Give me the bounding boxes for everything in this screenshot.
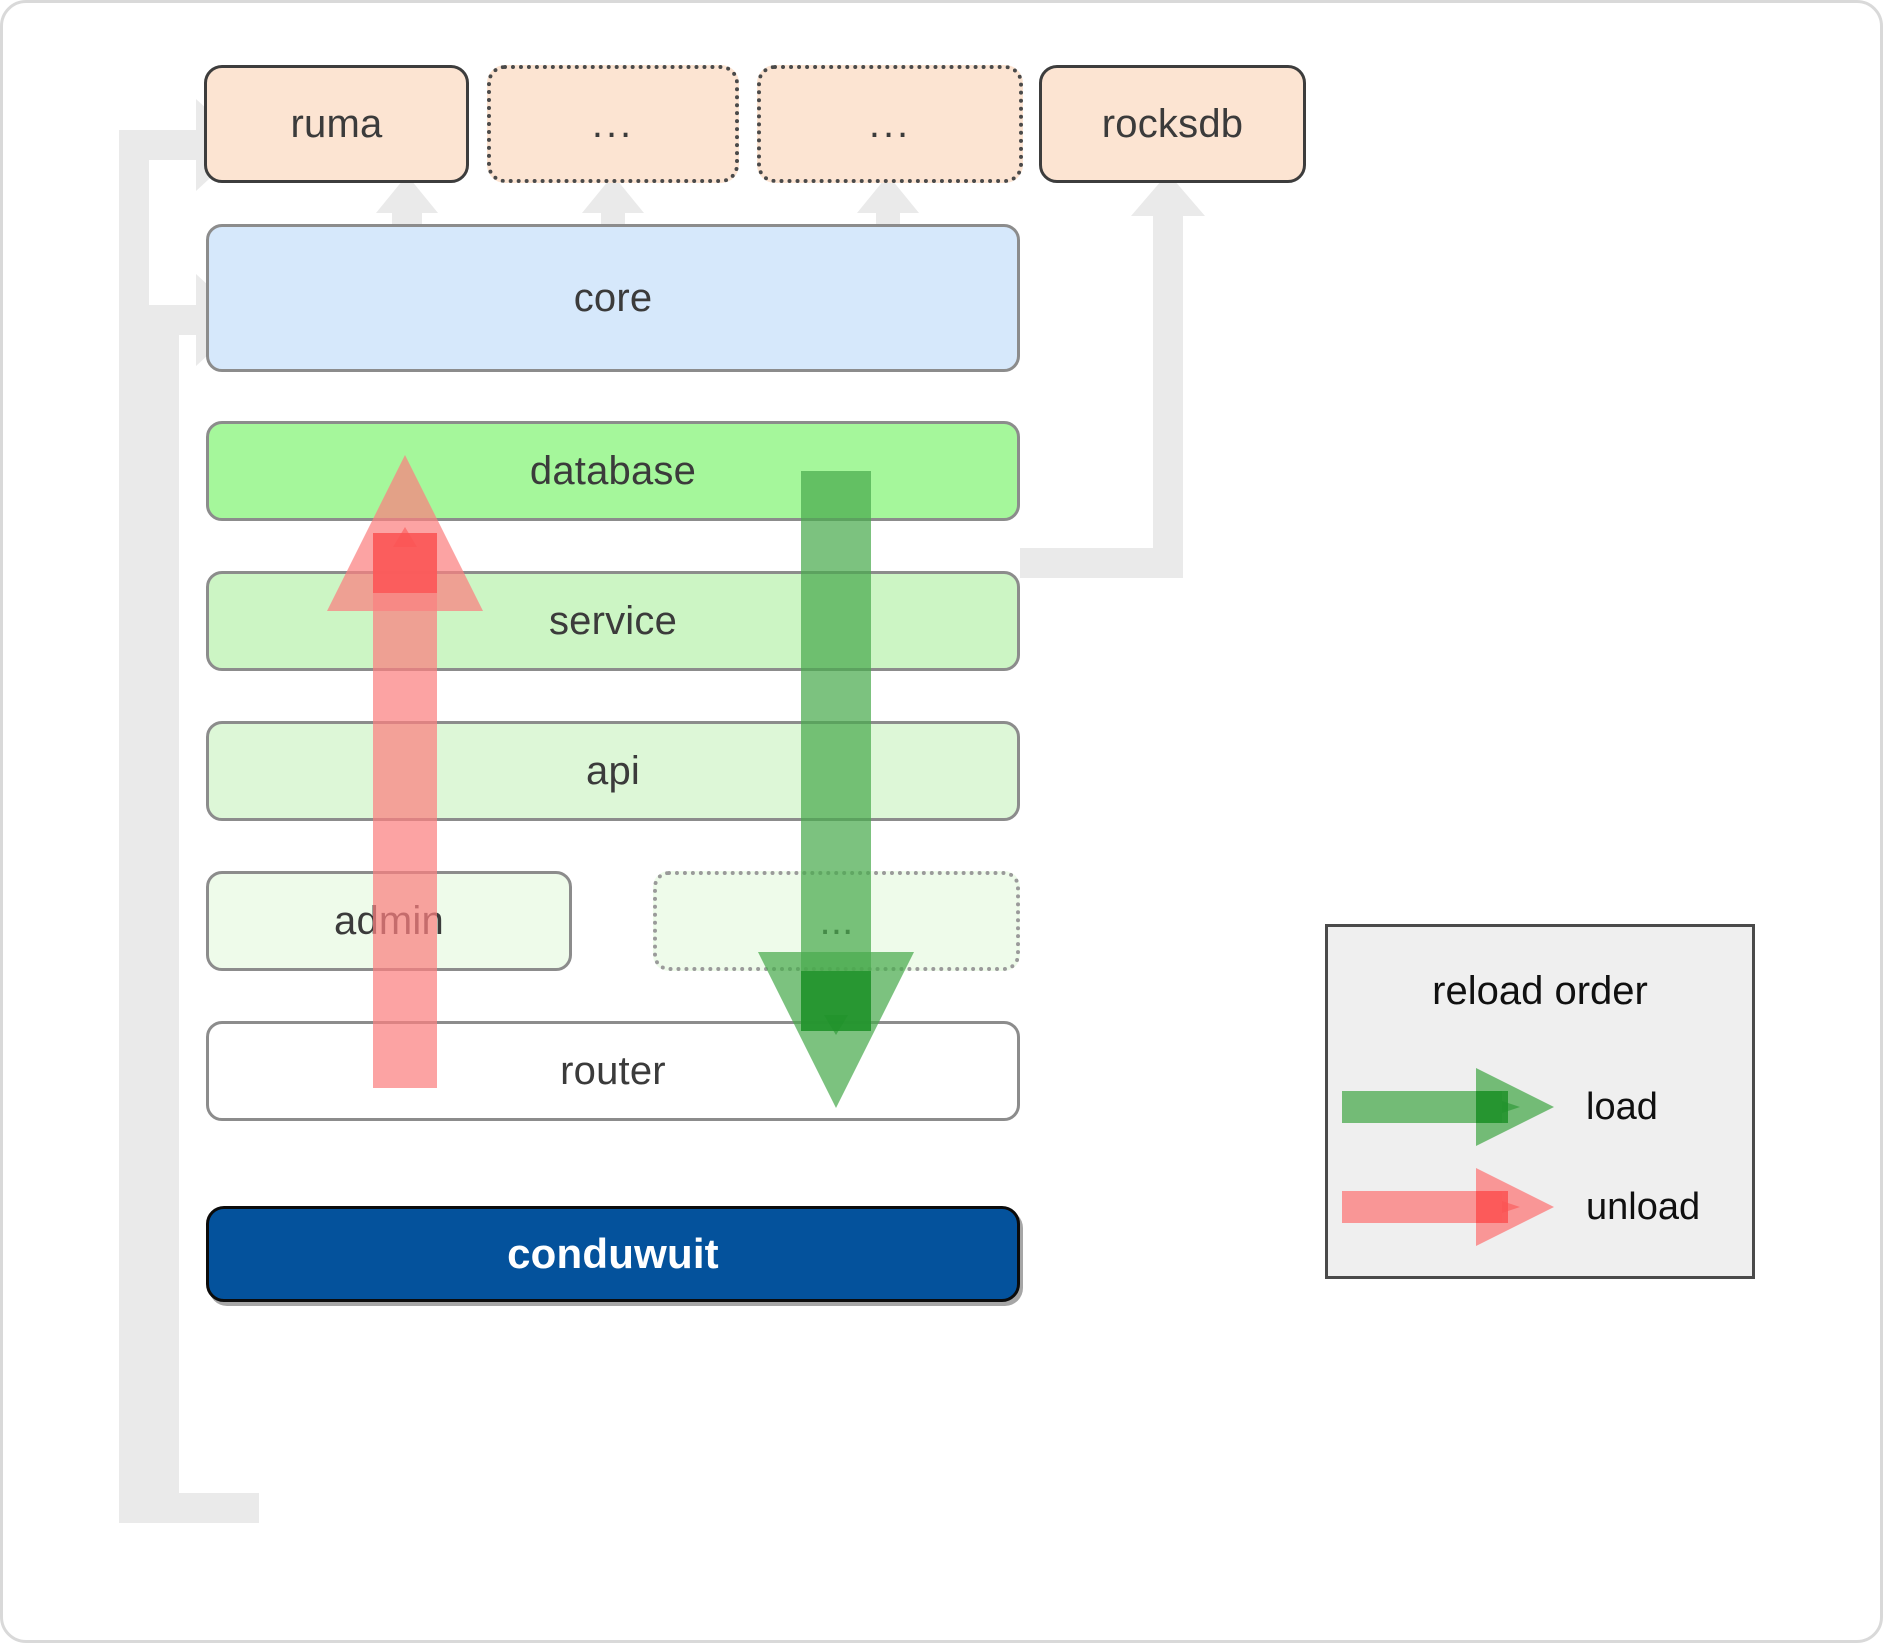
legend-unload-arrow-icon: [1342, 1168, 1554, 1246]
dependency-box-ruma[interactable]: ruma: [204, 65, 469, 183]
dependency-label-ruma: ruma: [290, 101, 383, 146]
layer-label-database: database: [529, 448, 697, 493]
legend-row-load: load: [1328, 1062, 1752, 1152]
connector-conduwuit-stub: [119, 1493, 259, 1523]
layer-box-database[interactable]: database: [206, 421, 1020, 521]
legend-title: reload order: [1432, 969, 1648, 1013]
layer-box-admin[interactable]: admin: [206, 871, 572, 971]
connector-database-to-rocksdb: [1020, 173, 1205, 578]
dependency-label-ellipsis-1: ...: [591, 101, 635, 146]
layer-label-admin: admin: [334, 898, 444, 943]
legend-label-unload: unload: [1586, 1185, 1701, 1228]
legend-panel: reload order load unload: [1325, 924, 1755, 1279]
layer-box-service[interactable]: service: [206, 571, 1020, 671]
legend-load-arrow-icon: [1342, 1068, 1554, 1146]
dependency-box-ellipsis-2[interactable]: ...: [757, 65, 1023, 183]
layer-label-service: service: [548, 598, 678, 643]
application-label-conduwuit: conduwuit: [507, 1230, 719, 1277]
layer-box-api[interactable]: api: [206, 721, 1020, 821]
layer-label-router: router: [560, 1048, 666, 1093]
layer-label-ellipsis: ...: [819, 898, 854, 943]
layer-box-router[interactable]: router: [206, 1021, 1020, 1121]
dependency-label-ellipsis-2: ...: [868, 101, 912, 146]
layer-label-core: core: [573, 275, 653, 320]
dependency-box-rocksdb[interactable]: rocksdb: [1039, 65, 1306, 183]
layer-box-core[interactable]: core: [206, 224, 1020, 372]
application-box-conduwuit[interactable]: conduwuit: [206, 1206, 1020, 1302]
dependency-label-rocksdb: rocksdb: [1101, 101, 1244, 146]
layer-box-ellipsis[interactable]: ...: [653, 871, 1020, 971]
legend-row-unload: unload: [1328, 1162, 1752, 1252]
dependency-box-ellipsis-1[interactable]: ...: [487, 65, 739, 183]
layer-label-api: api: [586, 748, 640, 793]
legend-label-load: load: [1586, 1085, 1658, 1128]
